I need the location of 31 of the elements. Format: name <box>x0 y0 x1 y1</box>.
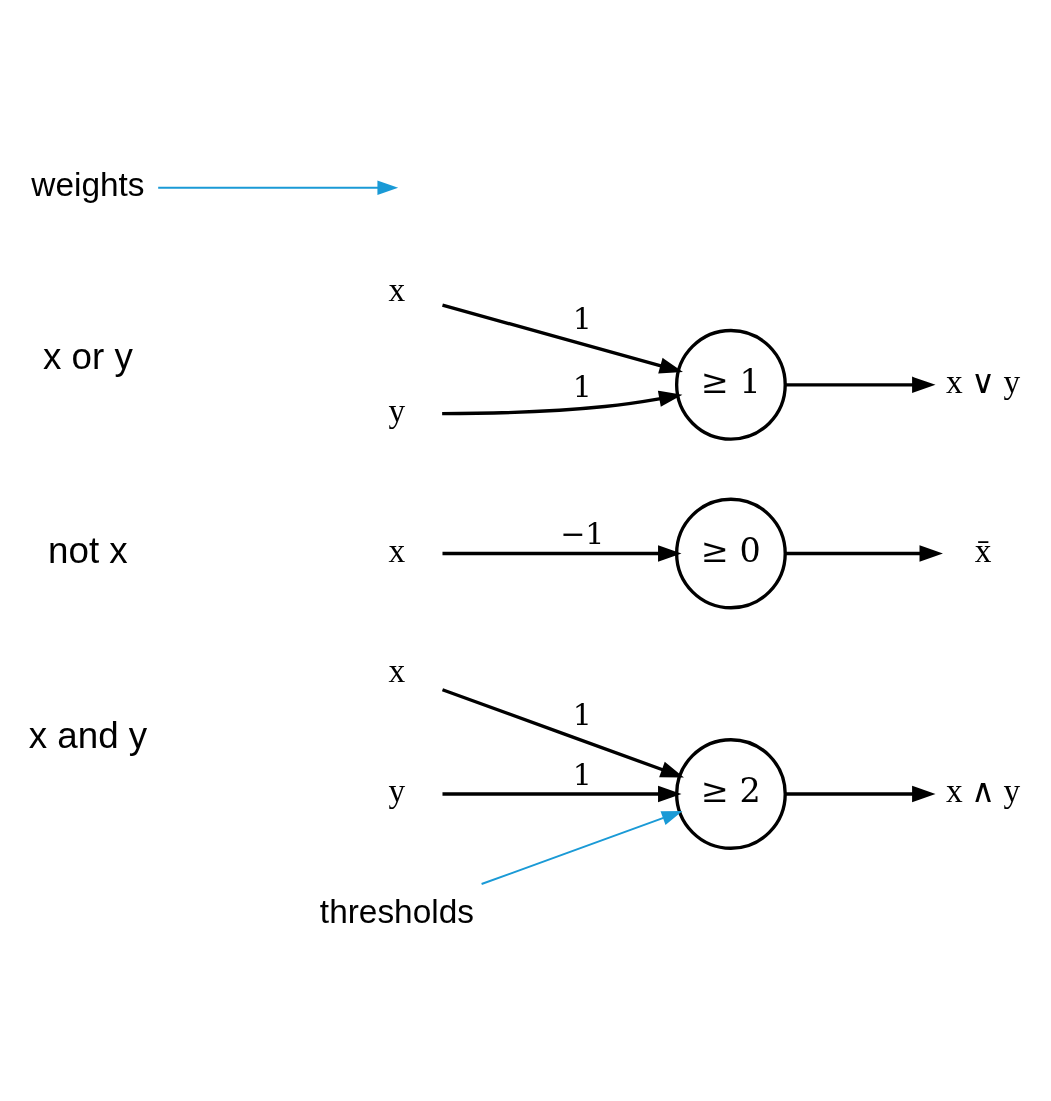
node-circle: ≥ 0 <box>675 497 787 609</box>
node-circle: ≥ 1 <box>675 328 787 441</box>
node-text: x̄ <box>974 531 992 569</box>
edge-label: −1 <box>560 515 605 551</box>
label: not x <box>48 529 128 571</box>
arrow <box>442 785 682 802</box>
arrow <box>442 390 683 415</box>
node-text: weights <box>31 165 145 203</box>
node-text: x <box>388 531 406 569</box>
edge-label: 1 <box>572 756 592 792</box>
node-text: x ∧ y <box>946 771 1021 809</box>
label: x or y <box>43 335 133 377</box>
edge-label: 1 <box>572 696 592 732</box>
arrow <box>442 303 683 374</box>
node-text: x ∨ y <box>946 362 1021 400</box>
edge-label: 1 <box>572 368 592 404</box>
edge-label: 1 <box>572 300 592 336</box>
node-circle: ≥ 2 <box>675 737 787 850</box>
arrow <box>441 687 684 778</box>
label: x and y <box>28 714 148 756</box>
arrow <box>785 376 936 393</box>
node-text: y <box>388 771 406 809</box>
node-text: thresholds <box>319 892 474 930</box>
arrow <box>442 544 682 562</box>
node-text: x <box>388 651 406 689</box>
node-text: x <box>388 270 406 308</box>
arrow <box>157 180 399 195</box>
arrow <box>480 810 683 885</box>
node-text: y <box>388 391 406 429</box>
arrow <box>785 785 936 802</box>
arrow <box>785 544 943 562</box>
